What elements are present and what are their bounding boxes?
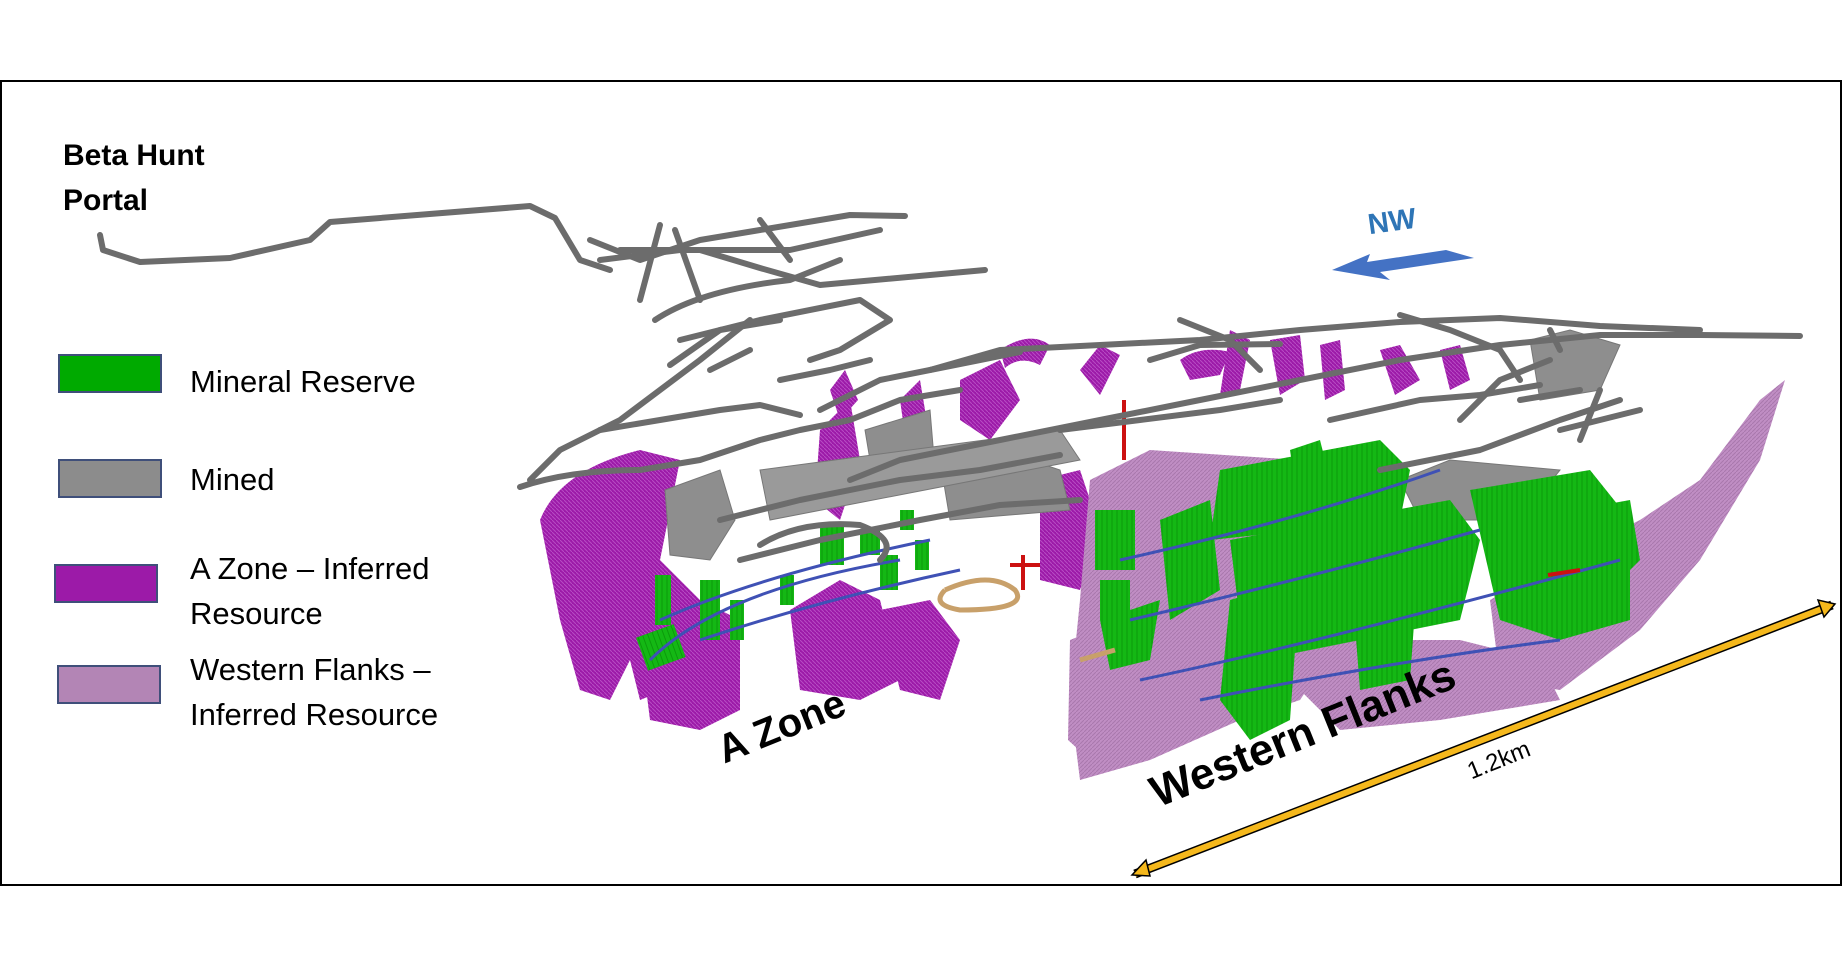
direction-label: NW [1365, 202, 1419, 242]
legend-label-line2: Inferred Resource [190, 697, 439, 732]
nw-arrow-icon [1332, 250, 1474, 280]
legend-label: Western Flanks – [190, 652, 431, 687]
a-zone-swatch [54, 564, 158, 603]
portal-label-line1: Beta Hunt [63, 139, 205, 172]
decline-feature [937, 577, 1116, 663]
mine-tunnel-network [97, 203, 1803, 563]
legend-label: Mined [190, 462, 275, 497]
western-flanks-swatch [57, 665, 161, 704]
scale-bar-arrow [1130, 598, 1837, 879]
portal-label-line2: Portal [63, 184, 149, 217]
legend-label: A Zone – Inferred [190, 551, 430, 586]
legend-label: Mineral Reserve [190, 364, 416, 399]
legend-label-line2: Resource [190, 596, 323, 631]
red-markers [1010, 400, 1581, 590]
portal-label: Beta Hunt Portal [63, 133, 205, 223]
mined-swatch [58, 459, 162, 498]
development-drive-lines [648, 468, 1621, 702]
mineral-reserve-shapes [636, 440, 1640, 740]
mineral-reserve-swatch [58, 354, 162, 393]
